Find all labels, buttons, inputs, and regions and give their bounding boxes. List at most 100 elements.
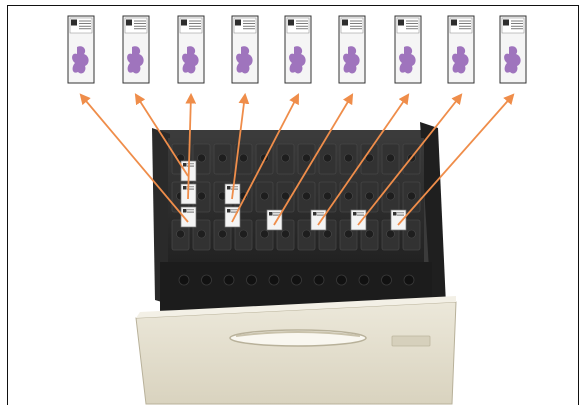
retrieved-slide-3[interactable]	[177, 15, 205, 84]
rack-hole	[260, 229, 269, 239]
arrow-icon	[357, 93, 463, 226]
slide-label-icon	[269, 212, 273, 216]
retrieved-slide-6[interactable]	[338, 15, 366, 84]
drawer-right-wall	[420, 122, 446, 318]
tissue-stain-icon	[504, 46, 521, 74]
drawer-left-wall	[152, 128, 172, 305]
floor-holes	[178, 274, 415, 286]
rack-hole	[197, 191, 206, 201]
rack-hole	[365, 191, 374, 201]
slide-label-icon	[227, 186, 231, 190]
slide-label-icon	[183, 163, 187, 167]
slide-label-icon	[451, 19, 457, 26]
retrieved-slide-5[interactable]	[284, 15, 312, 84]
retrieved-slide-4[interactable]	[231, 15, 259, 84]
rack-hole	[176, 229, 185, 239]
tissue-stain-icon	[72, 46, 89, 74]
arrow-icon	[317, 93, 410, 226]
rack-slide	[266, 209, 283, 231]
rack-hole	[281, 229, 290, 239]
arrow-icon	[397, 93, 515, 226]
rack-slide	[350, 209, 367, 231]
rack-hole	[302, 229, 311, 239]
rack-hole	[407, 229, 416, 239]
rack-slide	[310, 209, 327, 231]
floor-hole	[313, 274, 325, 286]
rack-hole	[407, 191, 416, 201]
slide-label-icon	[288, 19, 294, 26]
rack-slide	[180, 206, 197, 228]
retrieved-slide-1[interactable]	[67, 15, 95, 84]
rack-hole	[386, 229, 395, 239]
floor-hole	[291, 274, 302, 286]
tissue-stain-icon	[236, 46, 253, 74]
slide-label-icon	[398, 19, 404, 26]
slide-label-icon	[227, 209, 231, 213]
tissue-stain-icon	[289, 46, 306, 74]
tissue-stain-icon	[399, 46, 416, 74]
floor-hole	[201, 274, 212, 286]
slide-label-icon	[126, 19, 132, 26]
slide-label-icon	[183, 186, 187, 190]
retrieval-arrows	[79, 92, 515, 226]
retrieved-slide-9[interactable]	[499, 15, 527, 84]
arrow-icon	[79, 93, 189, 223]
tissue-stain-icon	[127, 46, 144, 74]
drawer-front-face	[135, 301, 457, 405]
rack-hole	[323, 191, 332, 201]
slide-drawer	[135, 122, 457, 405]
handle-recess	[235, 331, 361, 337]
arrow-icon	[231, 93, 299, 223]
rack-hole	[218, 229, 227, 239]
drawer-lip	[136, 296, 456, 318]
slide-label-icon	[71, 19, 77, 26]
rack-hole	[197, 229, 206, 239]
slide-label-icon	[313, 212, 317, 216]
slide-label-icon	[181, 19, 187, 26]
floor-hole	[403, 274, 415, 286]
floor-hole	[246, 274, 257, 286]
drawer-label-plate	[391, 335, 431, 347]
arrow-icon	[134, 93, 189, 177]
rack-hole	[281, 153, 290, 163]
rack-hole	[239, 153, 248, 163]
arrow-icon	[273, 93, 354, 226]
retrieved-slides	[67, 15, 527, 84]
slide-label-icon	[342, 19, 348, 26]
rack-hole	[302, 153, 311, 163]
floor-hole	[381, 274, 392, 286]
tissue-stain-icon	[343, 46, 360, 74]
floor-hole	[268, 274, 280, 286]
tissue-stain-icon	[452, 46, 469, 74]
retrieved-slide-8[interactable]	[447, 15, 475, 84]
slide-label-icon	[183, 209, 187, 213]
rack-hole	[365, 153, 374, 163]
rack-hole	[323, 153, 332, 163]
rack-hole	[260, 191, 269, 201]
slide-label-icon	[393, 212, 397, 216]
slide-label-icon	[235, 19, 241, 26]
rack-hole	[323, 229, 332, 239]
rack-slides	[180, 160, 407, 231]
rack-hole	[218, 153, 227, 163]
rack-hole	[302, 191, 311, 201]
rack-hole	[344, 191, 353, 201]
floor-hole	[358, 274, 370, 286]
rack-hole	[239, 229, 248, 239]
rack-hole	[344, 153, 353, 163]
retrieved-slide-2[interactable]	[122, 15, 150, 84]
diagram-frame	[7, 5, 579, 405]
slide-label-icon	[353, 212, 357, 216]
floor-hole	[223, 274, 235, 286]
floor-hole	[178, 274, 190, 286]
retrieved-slide-7[interactable]	[394, 15, 422, 84]
tissue-stain-icon	[182, 46, 199, 74]
rack-hole	[365, 229, 374, 239]
floor-hole	[336, 274, 347, 286]
slide-rack	[168, 138, 424, 262]
slide-label-icon	[503, 19, 509, 26]
rack-hole	[197, 153, 206, 163]
arrow-icon	[185, 92, 197, 200]
